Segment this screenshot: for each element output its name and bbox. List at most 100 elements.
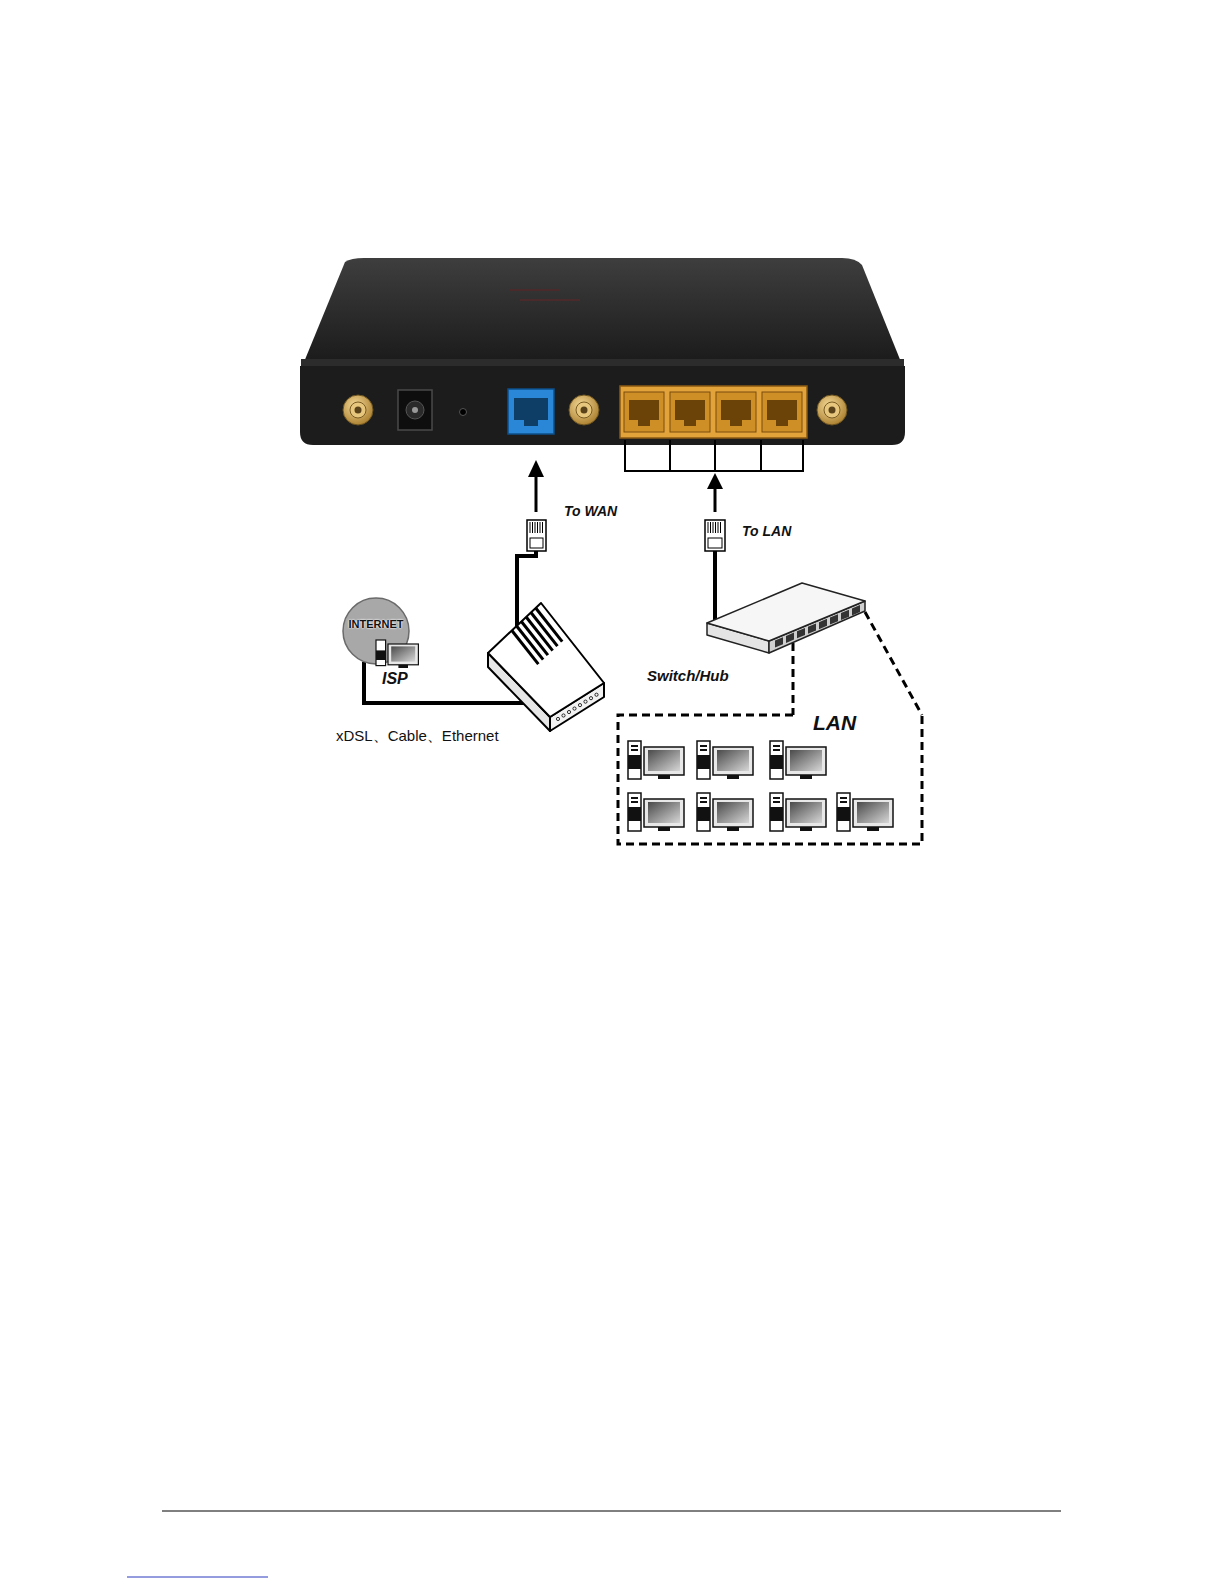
- antenna-connector: [343, 395, 373, 425]
- antenna-connector: [569, 395, 599, 425]
- lan-region-outline: [790, 750, 822, 771]
- lan-region-outline: [697, 793, 753, 831]
- lan-region-outline: [628, 755, 641, 769]
- lan-region-outline: [840, 797, 847, 799]
- lan-arrow: [707, 473, 723, 489]
- modem-device-outline: [584, 700, 587, 703]
- lan-region-outline: [727, 775, 739, 779]
- lan-region-outline: [770, 793, 783, 831]
- reset-hole: [460, 409, 467, 416]
- lan-ports: [675, 400, 705, 420]
- lan-ports: [721, 400, 751, 420]
- power-jack: [412, 407, 418, 413]
- lan-region-outline: [800, 827, 812, 831]
- lan-ports: [730, 419, 742, 426]
- modem-device-outline: [562, 714, 565, 717]
- switch-device-outline: [707, 583, 865, 641]
- lan-region-outline: [697, 741, 753, 779]
- lan-region-outline: [770, 793, 826, 831]
- lan-region-outline: [700, 749, 707, 751]
- power-jack: [398, 390, 432, 430]
- lan-region-outline: [628, 793, 684, 831]
- internet-cloud-outline: [376, 640, 418, 668]
- antenna-connector: [581, 407, 588, 414]
- switch-device: Switch/Hub: [707, 583, 867, 655]
- lan-region-outline: [628, 741, 684, 779]
- antenna-connector: [829, 407, 836, 414]
- lan-ports: [670, 392, 710, 432]
- modem-device-outline: [573, 707, 576, 710]
- lan-region-outline: [840, 801, 847, 803]
- antenna-connector: [355, 407, 362, 414]
- router-body: [510, 290, 580, 300]
- lan-region-outline: [773, 749, 780, 751]
- dashed-link: [792, 643, 795, 715]
- lan-ports: [620, 386, 807, 438]
- router-body: [300, 258, 905, 445]
- rj45-plug: [527, 520, 546, 551]
- lan-arrow: [714, 486, 717, 512]
- switch-device-outline: [797, 628, 805, 638]
- wan-port: [508, 389, 554, 434]
- lan-cable: [715, 551, 716, 621]
- router-body: [304, 258, 901, 362]
- lan-ports: [762, 392, 802, 432]
- lan-region-outline: [697, 741, 710, 779]
- antenna-connector: [576, 402, 592, 418]
- modem-device-outline: [595, 693, 598, 696]
- lan-region-outline: [786, 799, 826, 827]
- lan-region-outline: [867, 827, 879, 831]
- lan-region-outline: [648, 750, 680, 771]
- modem-device-outline: [488, 603, 604, 717]
- lan-region-outline: [837, 793, 850, 831]
- reset-hole: [460, 409, 467, 416]
- lan-region-outline: [697, 755, 710, 769]
- lan-region-outline: [770, 741, 783, 779]
- switch-device-outline: [786, 633, 794, 643]
- lan-region-outline: [648, 802, 680, 823]
- lan-title: LAN: [813, 711, 856, 735]
- lan-region-outline: [700, 801, 707, 803]
- lan-region-outline: [697, 793, 710, 831]
- switch-device-outline: [841, 610, 849, 620]
- internet-cloud-outline: [398, 665, 408, 668]
- antenna-connector: [817, 395, 847, 425]
- modem-device-outline: [486, 603, 606, 735]
- internet-cloud-outline: [376, 650, 386, 660]
- internet-cloud-outline: [391, 646, 415, 661]
- power-jack: [398, 390, 432, 430]
- lan-region-outline: [773, 797, 780, 799]
- rj45-plug: [708, 522, 721, 533]
- lan-region: LAN: [618, 715, 922, 844]
- rj45-plug: [705, 520, 725, 551]
- connector-label: To WAN: [564, 503, 617, 519]
- modem-device-outline: [556, 717, 559, 720]
- isp-label: ISP: [382, 670, 408, 688]
- lan-ports: [767, 400, 797, 420]
- internet-cloud-outline: [388, 644, 418, 665]
- lan-region-outline: [631, 749, 638, 751]
- internet-cloud: INTERNETISP: [342, 597, 410, 665]
- lan-region-outline: [717, 802, 749, 823]
- lan-region-outline: [853, 799, 893, 827]
- internet-cloud-outline: [342, 597, 410, 665]
- antenna-connector: [343, 395, 373, 425]
- lan-region-outline: [658, 827, 670, 831]
- wan-arrow: [528, 460, 544, 477]
- wan-port: [524, 419, 538, 426]
- lan-region-outline: [837, 793, 893, 831]
- lan-region-outline: [773, 801, 780, 803]
- lan-region-outline: [658, 775, 670, 779]
- lan-region-outline: [790, 802, 822, 823]
- lan-region-outline: [857, 802, 889, 823]
- switch-device-outline: [707, 583, 867, 655]
- lan-ports: [776, 419, 788, 426]
- switch-device-outline: [830, 614, 838, 624]
- lan-region-outline: [644, 747, 684, 775]
- lan-region-outline: [717, 750, 749, 771]
- modem-device: xDSL、Cable、Ethernet: [486, 603, 606, 735]
- lan-ports: [629, 400, 659, 420]
- lan-region-outline: [644, 799, 684, 827]
- lan-region-outline: [773, 745, 780, 747]
